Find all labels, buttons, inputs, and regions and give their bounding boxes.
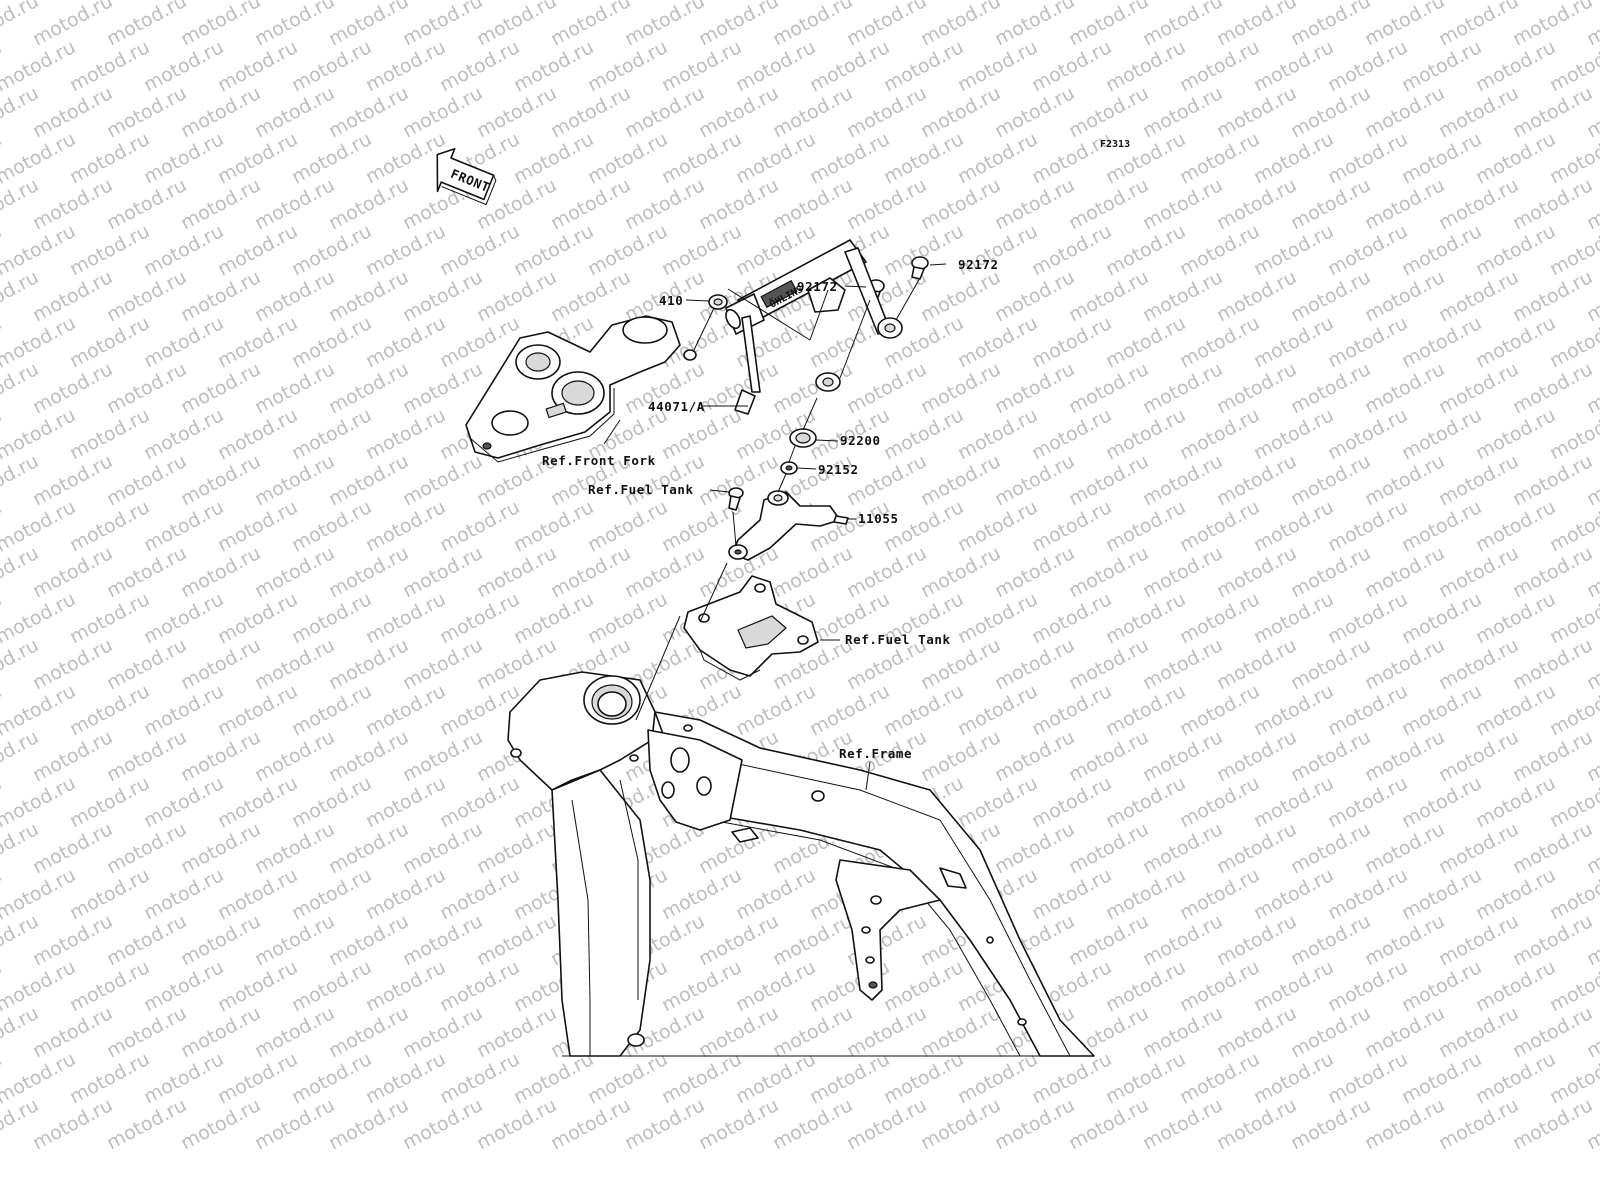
leader-lines xyxy=(603,263,947,791)
steering-damper: ÖHLINS xyxy=(725,239,903,415)
watermark-text: motod.ru xyxy=(1361,0,1448,50)
label-92152: 92152 xyxy=(818,462,859,477)
label-92172-b: 92172 xyxy=(958,257,999,272)
bolt-fuel-tank-ref xyxy=(728,487,744,511)
watermark-text: motod.ru xyxy=(103,0,190,50)
label-44071: 44071/A xyxy=(648,399,705,414)
label-410: 410 xyxy=(659,293,683,308)
washer-410 xyxy=(708,294,728,310)
collar-92200 xyxy=(789,428,817,448)
watermark-text: motod.ru xyxy=(547,0,634,50)
watermark-text: motod.ru xyxy=(843,0,930,50)
label-92172-a: 92172 xyxy=(797,279,838,294)
fuel-tank-mount-plate xyxy=(683,575,819,681)
bracket-11055 xyxy=(728,490,849,561)
label-11055: 11055 xyxy=(858,511,899,526)
watermark-text: motod.ru xyxy=(917,0,1004,50)
watermark-text: motod.ru xyxy=(473,0,560,50)
watermark-text: motod.ru xyxy=(1065,0,1152,50)
watermark-text: motod.ru xyxy=(991,0,1078,50)
label-ref-fuel-tank-a: Ref.Fuel Tank xyxy=(588,482,694,497)
diagram-code: F2313 xyxy=(1100,139,1130,150)
watermark-text: motod.ru xyxy=(1287,0,1374,50)
watermark-text: motod.ru xyxy=(769,0,856,50)
watermark-text: motod.ru xyxy=(1435,0,1522,50)
bolt-92172-b xyxy=(911,256,929,280)
frame xyxy=(507,671,1095,1057)
nut-92152 xyxy=(780,461,798,475)
upper-triple-clamp xyxy=(465,315,697,463)
label-ref-frame: Ref.Frame xyxy=(839,746,912,761)
watermark-text: motod.ru xyxy=(29,0,116,50)
label-ref-front-fork: Ref.Front Fork xyxy=(542,453,656,468)
label-ref-fuel-tank-b: Ref.Fuel Tank xyxy=(845,632,951,647)
watermark-text: motod.ru xyxy=(695,0,782,50)
watermark-text: motod.ru xyxy=(621,0,708,50)
label-92200: 92200 xyxy=(840,433,881,448)
watermark-text: motod.ru xyxy=(1139,0,1226,50)
watermark-text: motod.ru xyxy=(399,0,486,50)
watermark-text: motod.ru xyxy=(1509,0,1596,50)
watermark-layer: motod.rumotod.rumotod.rumotod.rumotod.ru… xyxy=(0,0,1600,1154)
watermark-text: motod.ru xyxy=(177,0,264,50)
watermark-text: motod.ru xyxy=(1213,0,1300,50)
watermark-text: motod.ru xyxy=(251,0,338,50)
watermark-text: motod.ru xyxy=(325,0,412,50)
